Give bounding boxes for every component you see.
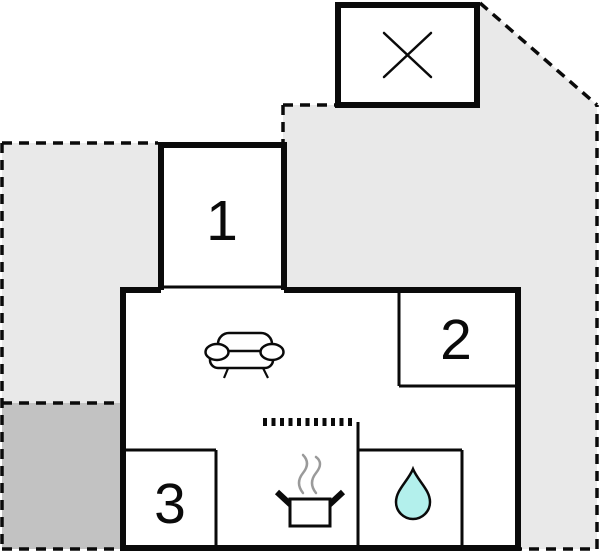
water-drop-icon xyxy=(394,465,432,521)
exterior-walls xyxy=(120,142,521,551)
terrace-area xyxy=(2,403,120,549)
steam-icon xyxy=(297,453,322,495)
room-1 xyxy=(158,142,287,290)
room-1-label: 1 xyxy=(206,189,238,253)
plot-area-left xyxy=(2,143,158,403)
boundary-diagonal xyxy=(478,1,599,107)
interior-walls xyxy=(124,285,518,546)
sofa-icon xyxy=(204,331,285,379)
cross-icon xyxy=(382,31,433,79)
stove-pot-icon xyxy=(274,453,346,528)
room-3-label: 3 xyxy=(154,472,186,536)
bathroom-walls xyxy=(356,422,464,546)
room-2-label: 2 xyxy=(440,308,472,372)
room-3-walls xyxy=(124,448,218,546)
room-2-walls xyxy=(397,290,518,388)
room-1-walls xyxy=(158,142,287,290)
annex-box xyxy=(335,2,480,108)
